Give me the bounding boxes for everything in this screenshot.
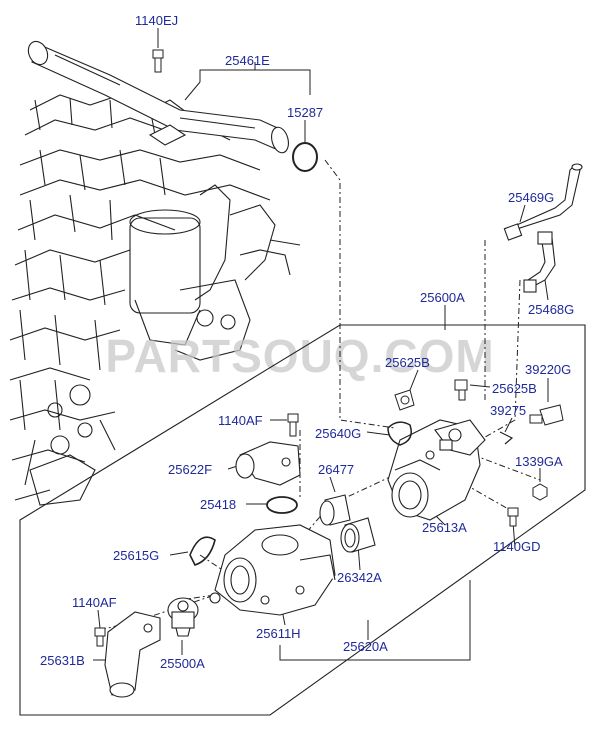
label-26477: 26477 — [318, 462, 354, 477]
plug-25625B-a — [394, 389, 415, 411]
label-25611H: 25611H — [256, 626, 301, 641]
gasket-25615G — [189, 536, 216, 566]
bolt-1140AF-b — [94, 627, 106, 647]
label-25600A: 25600A — [420, 290, 465, 305]
label-25640G: 25640G — [315, 426, 361, 441]
label-25418: 25418 — [200, 497, 236, 512]
label-25469G: 25469G — [508, 190, 554, 205]
gasket-25640G — [387, 421, 412, 446]
part-labels: 1140EJ 25461E 15287 25469G 25468G 25600A… — [40, 13, 574, 671]
hose-26477 — [319, 494, 351, 526]
bolt-1140EJ — [152, 49, 164, 73]
housing-25611H — [214, 524, 336, 616]
label-25622F: 25622F — [168, 462, 212, 477]
label-15287: 15287 — [287, 105, 323, 120]
label-1140AF-a: 1140AF — [218, 413, 263, 428]
hose-25469G — [503, 163, 583, 241]
assembly-frame — [19, 324, 586, 716]
label-25468G: 25468G — [528, 302, 574, 317]
label-25461E: 25461E — [225, 53, 270, 68]
water-pipe-25461E — [27, 40, 289, 154]
inlet-25631B — [104, 611, 161, 698]
sensor-39220G — [529, 404, 564, 426]
label-39275: 39275 — [490, 403, 526, 418]
gasket-25418 — [266, 496, 298, 514]
plug-25625B-b — [454, 379, 468, 401]
label-25631B: 25631B — [40, 653, 85, 668]
clip-39275 — [499, 431, 514, 445]
bolt-1140GD — [507, 507, 519, 527]
label-25625B-b: 25625B — [492, 381, 537, 396]
label-25613A: 25613A — [422, 520, 467, 535]
label-1140AF-b: 1140AF — [72, 595, 117, 610]
label-25620A: 25620A — [343, 639, 388, 654]
nut-1339GA — [532, 483, 548, 501]
label-25500A: 25500A — [160, 656, 205, 671]
o-ring-15287 — [292, 142, 318, 172]
hose-25468G — [523, 231, 556, 293]
label-1339GA: 1339GA — [515, 454, 563, 469]
label-1140EJ: 1140EJ — [135, 13, 178, 28]
label-26342A: 26342A — [337, 570, 382, 585]
label-25625B-a: 25625B — [385, 355, 430, 370]
engine-block — [9, 94, 301, 506]
label-1140GD: 1140GD — [493, 539, 540, 554]
label-39220G: 39220G — [525, 362, 571, 377]
watermark-text: PARTSOUQ.COM — [105, 330, 494, 382]
outlet-25622F — [235, 441, 301, 486]
leader-lines — [93, 28, 549, 661]
label-25615G: 25615G — [113, 548, 159, 563]
hose-26342A — [340, 517, 376, 553]
thermostat-25500A — [167, 592, 221, 637]
bolt-1140AF-a — [287, 413, 299, 437]
housing-25613A — [387, 419, 486, 521]
